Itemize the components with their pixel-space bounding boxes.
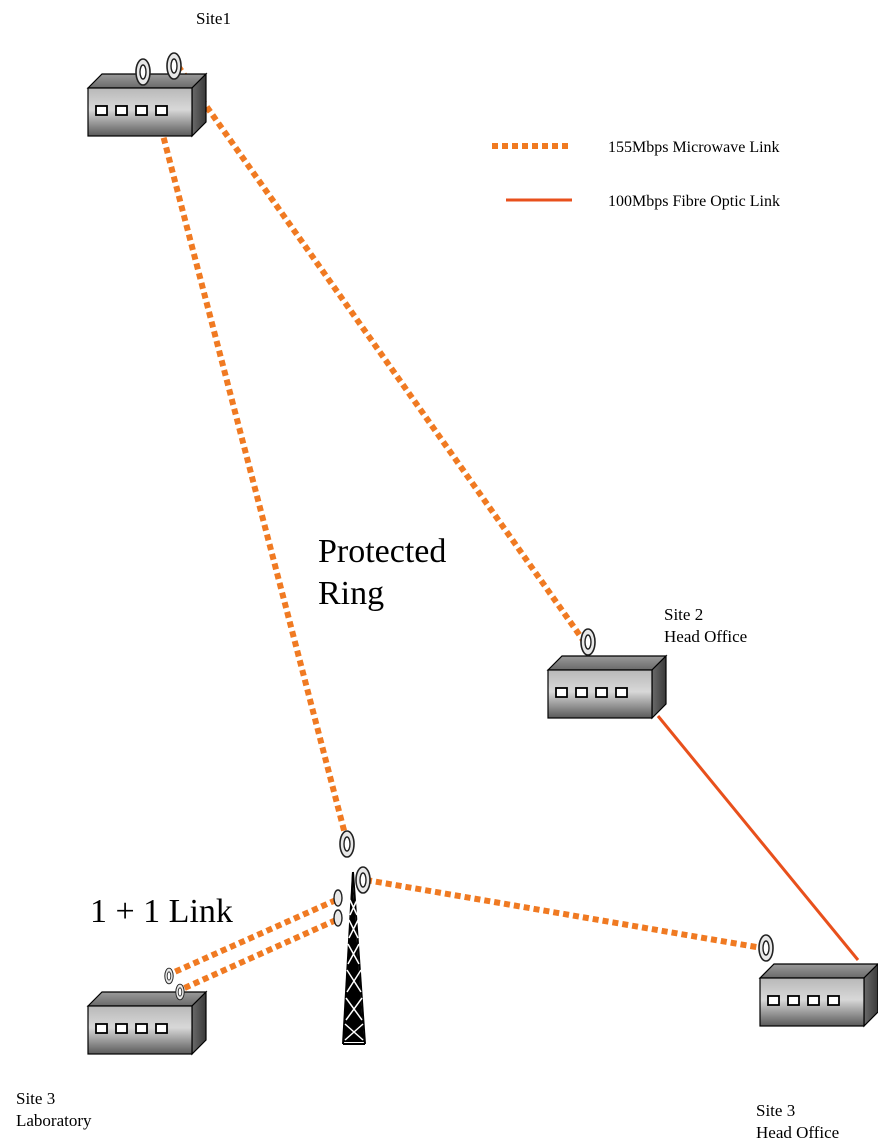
site2-label-line1: Site 2 bbox=[664, 605, 703, 624]
microwave-link-site1-site2 bbox=[175, 64, 586, 642]
site1-label: Site1 bbox=[196, 9, 231, 28]
dish-icon bbox=[135, 58, 151, 86]
dish-icon bbox=[758, 934, 774, 962]
site2-label-line2: Head Office bbox=[664, 627, 747, 646]
site3-head-office-label-line2: Head Office bbox=[756, 1123, 839, 1142]
radio-tower-icon bbox=[342, 871, 366, 1045]
legend-microwave-label: 155Mbps Microwave Link bbox=[608, 139, 780, 156]
links bbox=[143, 64, 860, 993]
legend-fibre-label: 100Mbps Fibre Optic Link bbox=[608, 193, 780, 210]
site3-head-office-label-line1: Site 3 bbox=[756, 1101, 795, 1120]
microwave-link-tower-site3-head-office bbox=[365, 877, 763, 951]
microwave-link-site1-tower bbox=[143, 69, 349, 839]
dish-icon bbox=[166, 52, 182, 80]
protected-ring-label-line2: Ring bbox=[318, 575, 384, 612]
dish-icon bbox=[339, 830, 355, 858]
site3-head-office-device bbox=[758, 934, 878, 1027]
dish-icon bbox=[175, 983, 185, 1001]
site3-laboratory-label-line2: Laboratory bbox=[16, 1111, 92, 1130]
protected-ring-label-line1: Protected bbox=[318, 533, 446, 570]
site2-device bbox=[547, 628, 667, 719]
dish-icon bbox=[355, 866, 371, 894]
dish-icon bbox=[333, 889, 343, 927]
site3-laboratory-label-line1: Site 3 bbox=[16, 1089, 55, 1108]
site1-device bbox=[87, 52, 207, 137]
legend: 155Mbps Microwave Link 100Mbps Fibre Opt… bbox=[492, 139, 780, 210]
site3-laboratory-device bbox=[87, 967, 207, 1055]
microwave-link-1plus1-b bbox=[178, 917, 338, 993]
one-plus-one-link-label: 1 + 1 Link bbox=[90, 893, 233, 930]
dish-icon bbox=[580, 628, 596, 656]
microwave-link-1plus1-a bbox=[168, 897, 338, 977]
dish-icon bbox=[164, 967, 174, 985]
fibre-link-site2-site3-head-office bbox=[656, 715, 860, 961]
